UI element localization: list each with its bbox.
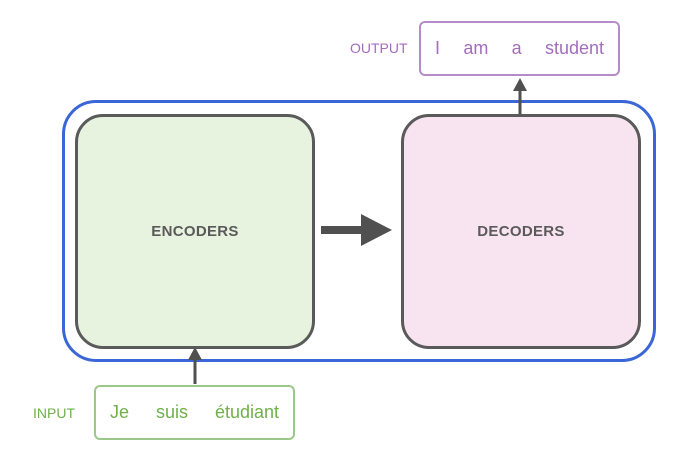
- input-token: étudiant: [214, 402, 279, 422]
- decoders-label: DECODERS: [477, 223, 565, 240]
- output-token: a: [511, 38, 522, 58]
- output-token: student: [544, 38, 604, 58]
- input-label: INPUT: [33, 405, 75, 421]
- output-token: am: [463, 38, 489, 58]
- decoders-block: DECODERS: [401, 114, 641, 349]
- output-token: I: [435, 38, 441, 58]
- output-label: OUTPUT: [350, 40, 408, 56]
- input-token: Je: [110, 402, 130, 422]
- input-box: Je suis étudiant: [94, 385, 295, 440]
- encoders-label: ENCODERS: [151, 223, 239, 240]
- encoder-decoder-frame: [62, 100, 656, 362]
- output-box: I am a student: [419, 21, 620, 76]
- encoders-block: ENCODERS: [75, 114, 315, 349]
- input-token: suis: [155, 402, 188, 422]
